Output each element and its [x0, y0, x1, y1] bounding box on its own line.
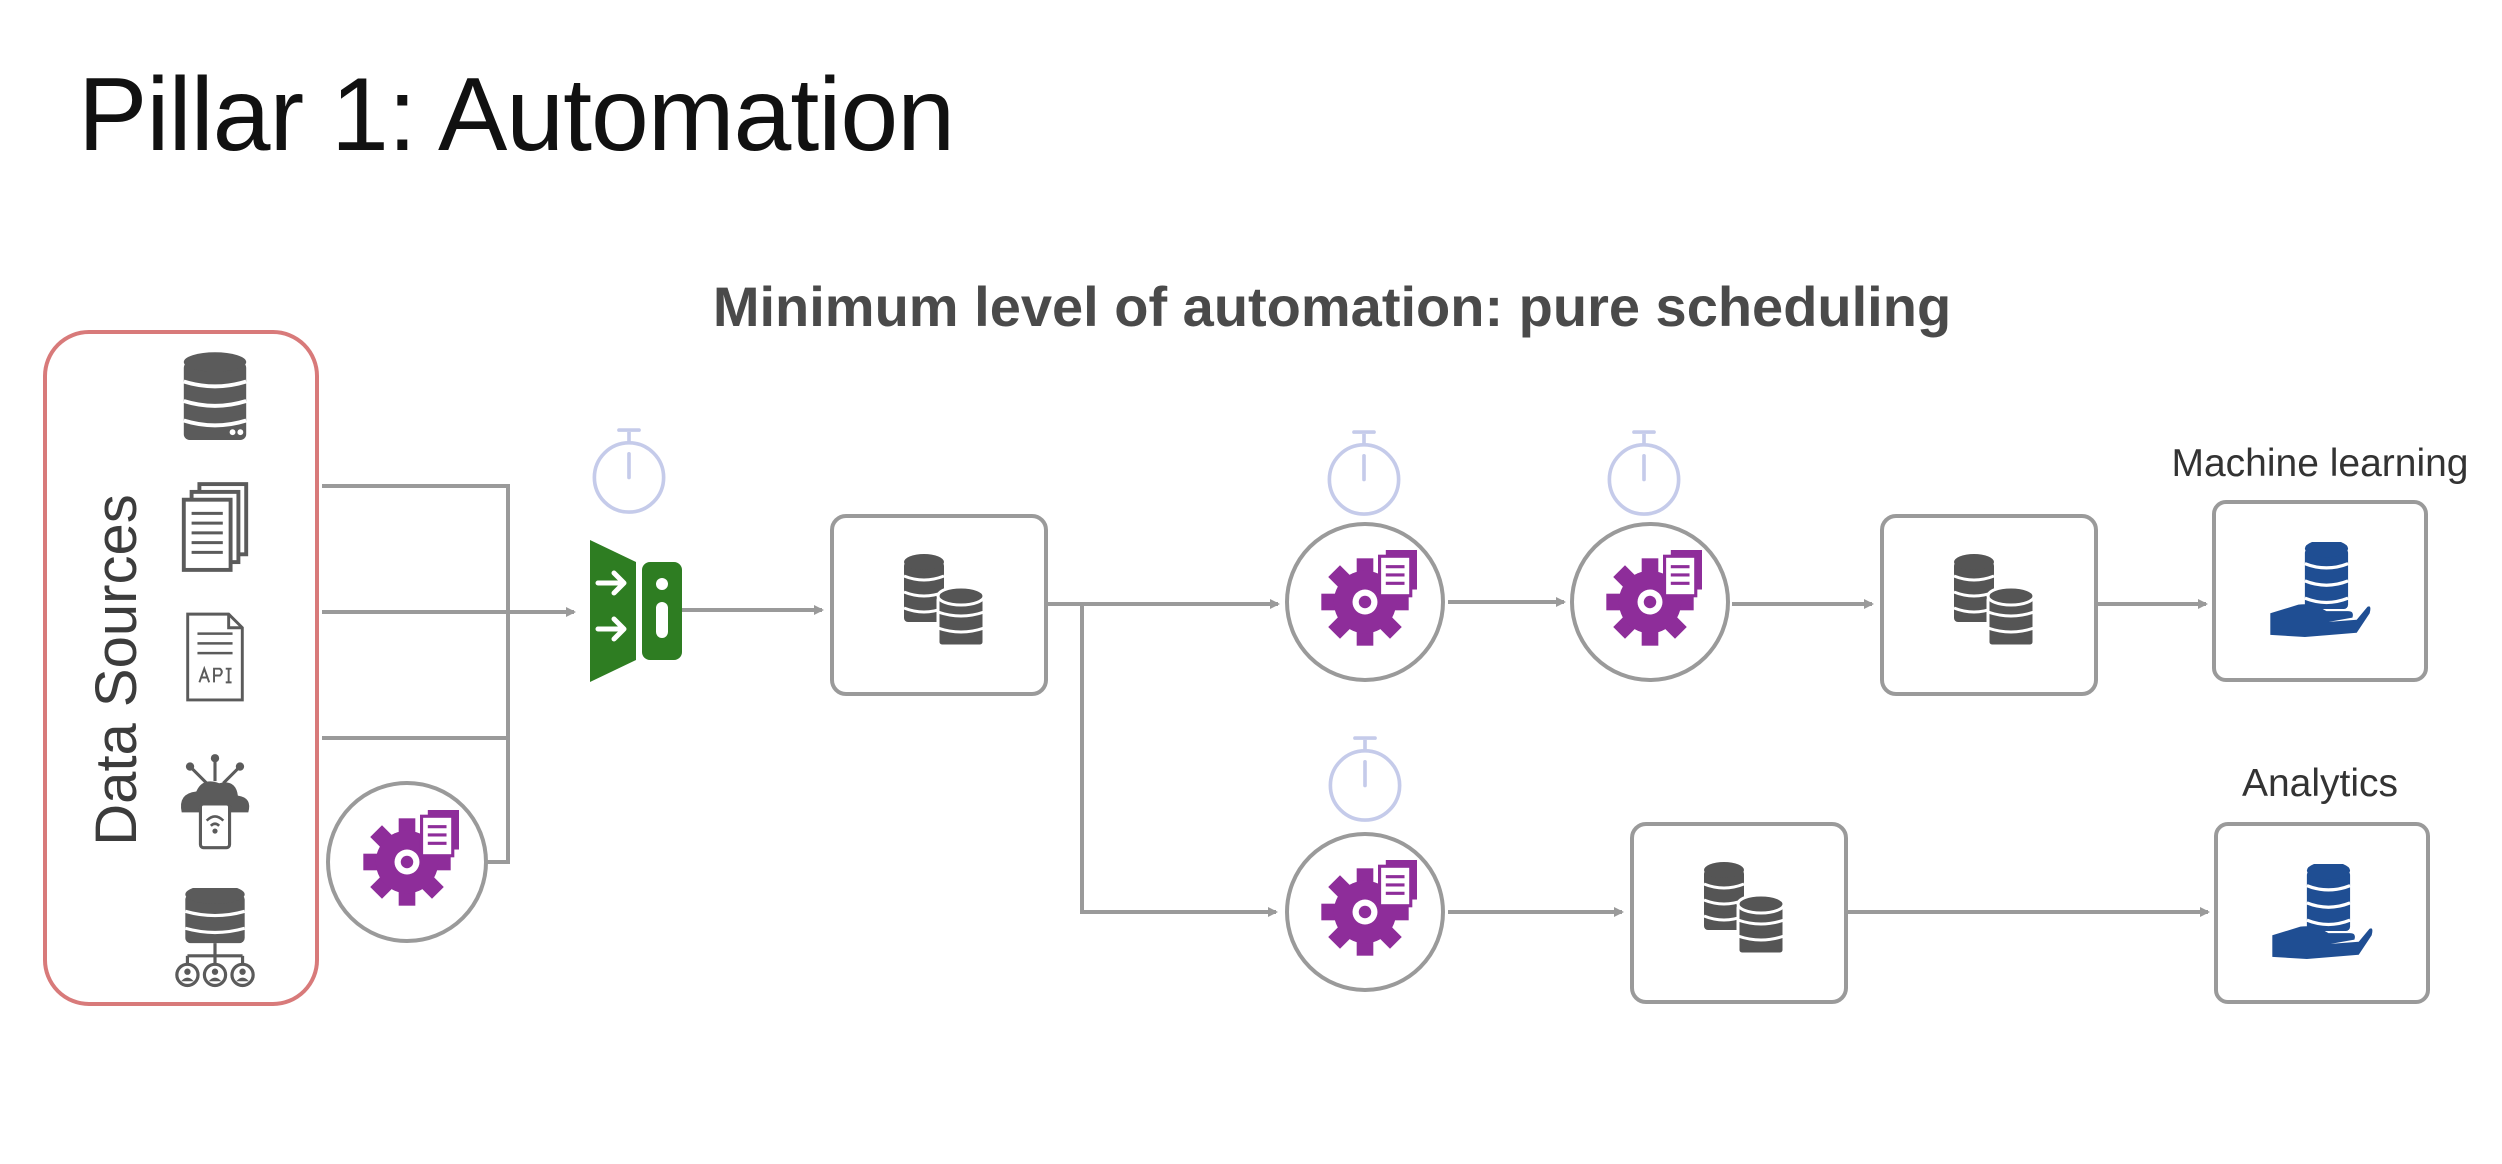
ingestion-node: [590, 428, 682, 682]
machine-learning-label: Machine learning: [2171, 442, 2468, 485]
stopwatch-icon: [592, 428, 666, 514]
user-database-icon: [175, 888, 255, 988]
storage-node-raw: [830, 514, 1048, 696]
stopwatch-icon: [1607, 430, 1681, 516]
storage-node-ml: [1880, 514, 2098, 696]
process-node-a: [1285, 430, 1445, 682]
source-process-node: [326, 781, 488, 943]
database-icon: [181, 352, 249, 442]
connector-branch-lower: [1080, 604, 1278, 917]
slide-title: Pillar 1: Automation: [78, 57, 955, 173]
connector-source-1: [322, 484, 510, 864]
data-sources-frame: [43, 330, 319, 1006]
diagram-subtitle: Minimum level of automation: pure schedu…: [713, 275, 1951, 338]
documents-icon: [181, 482, 249, 572]
analytics-node: Analytics: [2214, 762, 2430, 1004]
stopwatch-icon: [1328, 736, 1402, 822]
process-node-b: [1570, 430, 1730, 682]
process-node-c: [1285, 736, 1445, 992]
data-sources-group: Data Sources: [43, 330, 319, 1006]
stopwatch-icon: [1327, 430, 1401, 516]
api-document-icon: [186, 612, 244, 702]
analytics-label: Analytics: [2242, 762, 2398, 805]
machine-learning-node: Machine learning: [2171, 442, 2469, 682]
ingestion-icon: [590, 540, 682, 682]
connectors: [322, 484, 2210, 917]
iot-cloud-device-icon: [179, 752, 251, 850]
storage-node-analytics: [1630, 822, 1848, 1004]
data-sources-label: Data Sources: [84, 494, 149, 845]
